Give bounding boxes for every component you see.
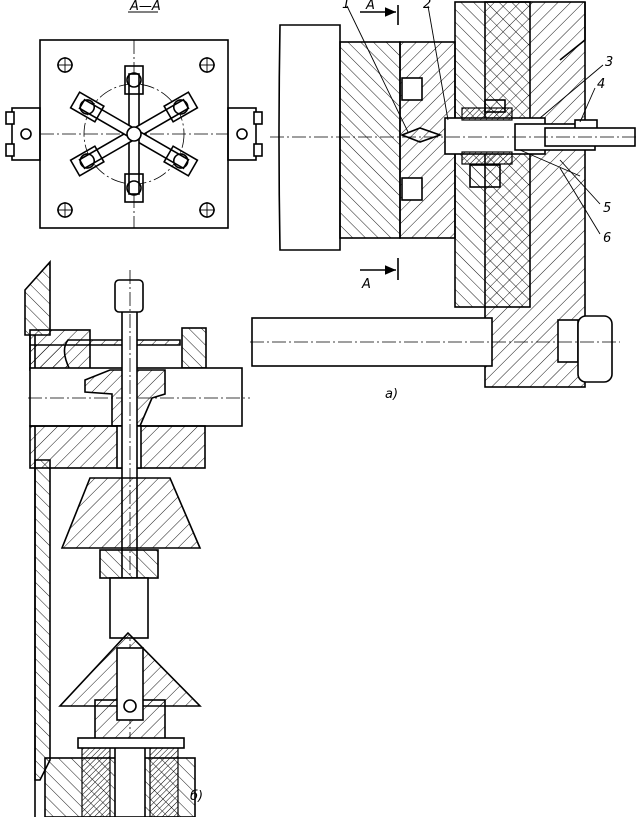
upper-cone (60, 477, 202, 549)
view-a-label: а) (385, 387, 398, 402)
section-title: А—А (129, 0, 161, 14)
tie-bar-nut (577, 315, 613, 383)
runner-spider (69, 65, 199, 203)
section-mark-top: А (365, 0, 375, 13)
callout-3: 3 (605, 55, 613, 70)
view-b-label: б) (190, 789, 203, 804)
frame-top (24, 259, 51, 336)
heater-band-right (149, 744, 179, 817)
view-a-assembly: А А а) 1 2 3 4 5 6 (250, 0, 636, 402)
nozzle-tip (116, 647, 144, 721)
ejector-half (339, 41, 401, 239)
callout-6: 6 (603, 231, 611, 246)
section-a-a-view: А—А (5, 0, 263, 229)
callout-5: 5 (603, 201, 611, 216)
callout-4: 4 (597, 77, 605, 92)
callout-2: 2 (423, 0, 431, 12)
callout-1: 1 (342, 0, 350, 12)
heater-band-left (81, 744, 111, 817)
moving-platen (278, 24, 341, 251)
left-clamp (11, 107, 41, 161)
view-b-assembly: б) (24, 259, 250, 817)
right-clamp (227, 107, 257, 161)
section-mark-bottom: А (361, 277, 371, 292)
